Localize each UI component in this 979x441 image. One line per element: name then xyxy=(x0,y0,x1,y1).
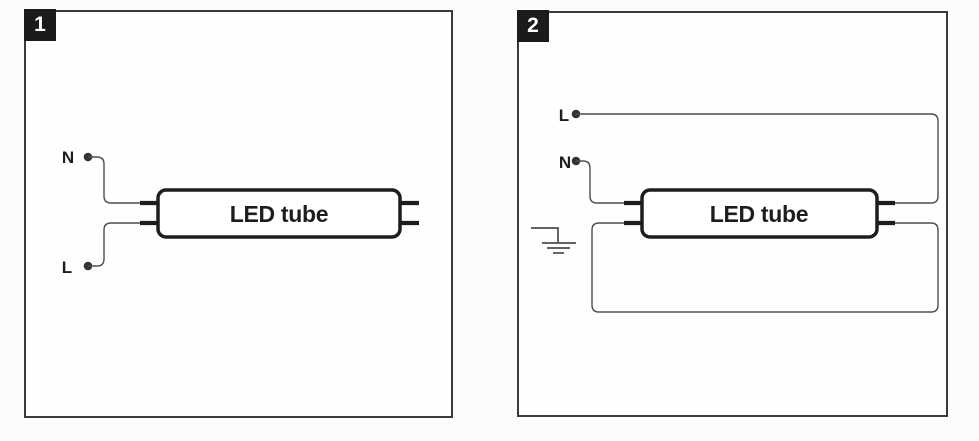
terminal-label-neutral: N xyxy=(559,153,571,172)
return-loop-wire xyxy=(591,222,939,313)
terminal-label-neutral: N xyxy=(62,148,74,167)
live-wire xyxy=(576,113,939,204)
led-tube-body xyxy=(640,188,879,239)
live-wire xyxy=(88,222,142,267)
led-tube-label: LED tube xyxy=(710,201,809,227)
step-number-badge: 1 xyxy=(24,9,56,41)
wiring-diagram-2: L N LED tube xyxy=(531,106,939,313)
earth-ground-icon xyxy=(531,227,576,254)
terminal-label-live: L xyxy=(62,258,72,277)
diagram-panel-2: 2 L N xyxy=(517,10,948,417)
terminal-label-live: L xyxy=(559,106,569,125)
neutral-wire xyxy=(88,156,142,204)
neutral-wire xyxy=(576,160,624,204)
led-tube-label: LED tube xyxy=(230,201,329,227)
diagram-panel-1: 1 N L LED tube xyxy=(24,9,453,418)
step-number-badge: 2 xyxy=(517,10,549,42)
wiring-diagram-1: N L LED tube xyxy=(62,148,419,277)
led-tube-body xyxy=(156,188,402,239)
